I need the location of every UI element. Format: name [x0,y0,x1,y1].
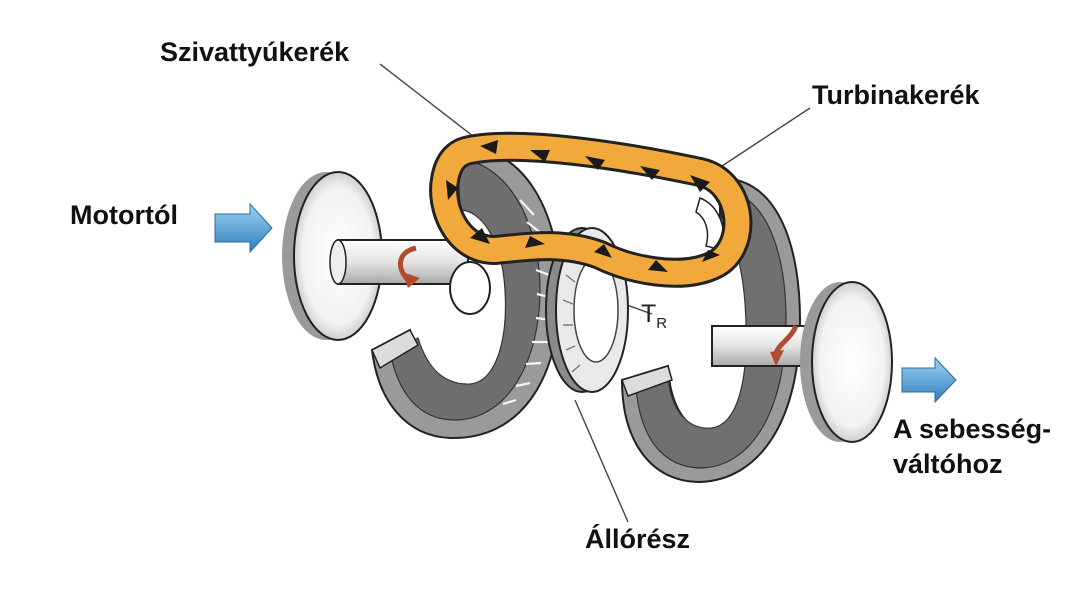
blue-arrow-right-icon [214,202,273,254]
label-turbine-wheel: Turbinakerék [812,80,980,110]
flow-arrow-icon [530,150,550,162]
label-to-gearbox-line1: A sebesség- [893,414,1052,444]
flow-arrow-icon [640,166,660,180]
turbine-wheel [620,176,802,484]
label-stator: Állórész [585,524,691,554]
rotation-arrow-icon [770,324,799,366]
flow-arrow-icon [594,244,612,258]
flow-arrow-icon [648,260,668,272]
torque-subscript: R [656,315,668,332]
oil-flow-loop [429,131,753,288]
rotation-arrow-icon [398,245,420,288]
blue-arrow-right-icon [901,356,957,404]
label-pump-wheel: Szivattyúkerék [160,37,350,67]
flow-arrow-icon [585,156,605,170]
torque-symbol: T [641,300,657,328]
label-to-gearbox: A sebesség- váltóhoz [893,412,1051,482]
label-to-gearbox-line2: váltóhoz [893,449,1003,479]
flow-arrow-icon [470,228,490,244]
pump-wheel [370,148,562,440]
flow-arrow-icon [702,250,720,262]
flow-arrow-icon [446,180,458,200]
torque-label: TR [641,300,667,332]
label-from-engine: Motortól [70,200,178,230]
flow-arrow-icon [690,175,710,192]
output-disc [800,281,893,443]
flow-arrow-icon [480,140,498,154]
flow-arrow-icon [525,236,545,248]
